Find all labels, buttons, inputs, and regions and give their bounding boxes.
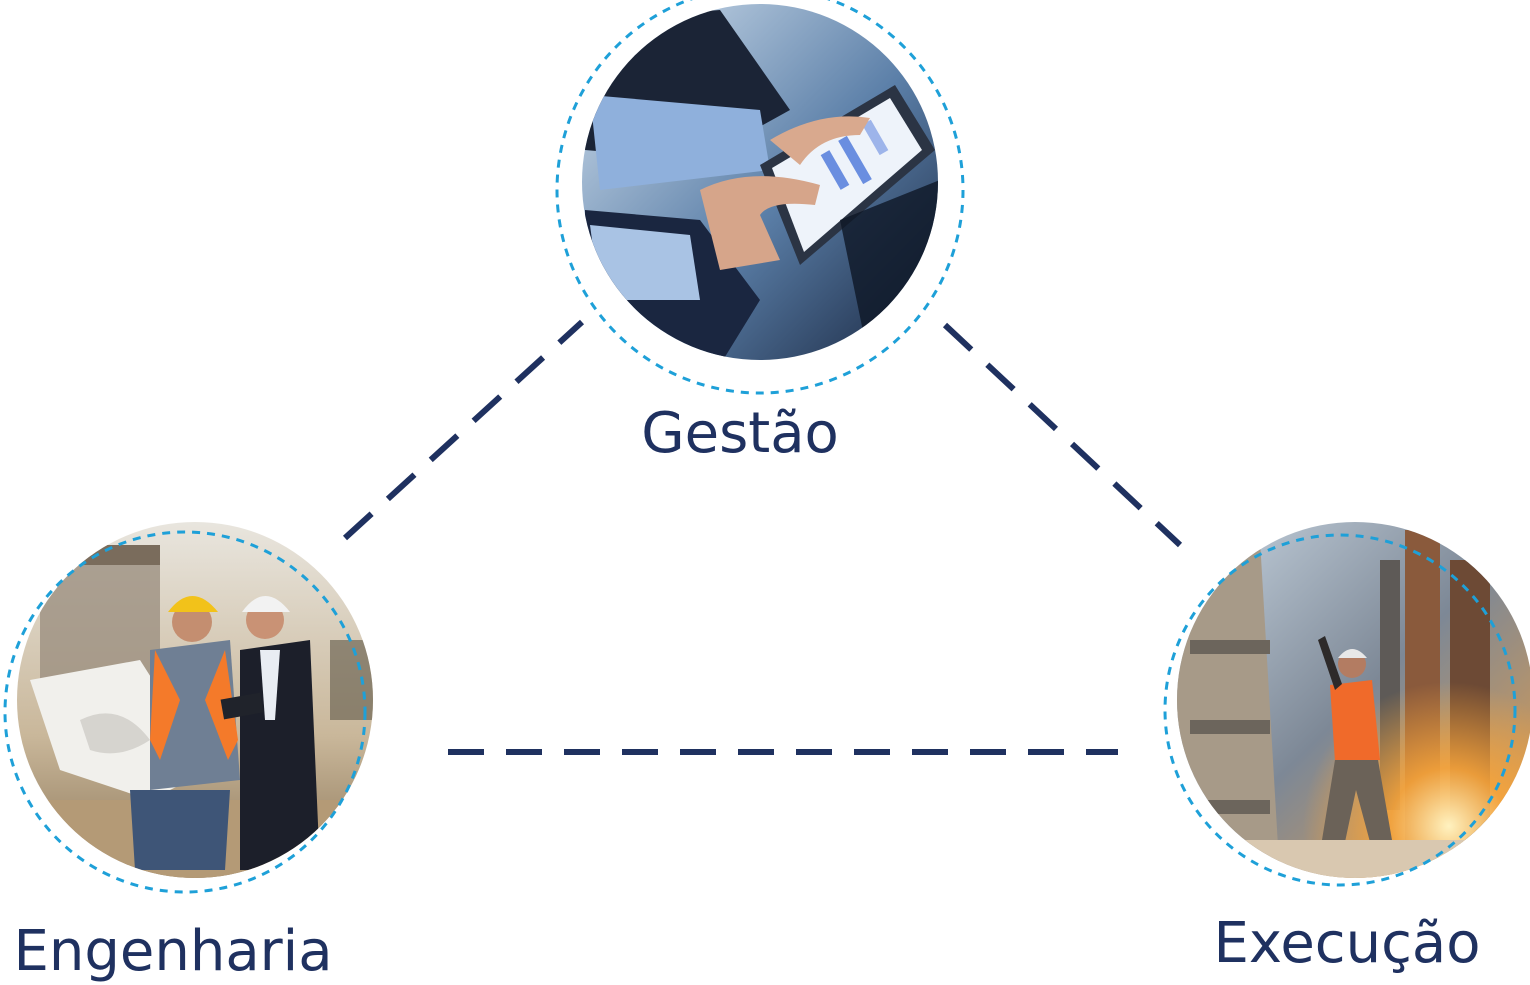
node-label-execucao: Execução (1214, 911, 1481, 976)
node-gestao: Gestão (557, 0, 963, 466)
node-engenharia: Engenharia (5, 520, 380, 984)
connector-gestao-execucao (945, 325, 1180, 545)
connector-engenharia-gestao (345, 322, 582, 538)
node-execucao: Execução (1165, 520, 1530, 976)
industrial-worker-site-photo (1175, 520, 1530, 880)
node-label-engenharia: Engenharia (13, 919, 332, 984)
node-label-gestao: Gestão (641, 401, 839, 466)
business-people-tablet-photo (580, 0, 940, 365)
